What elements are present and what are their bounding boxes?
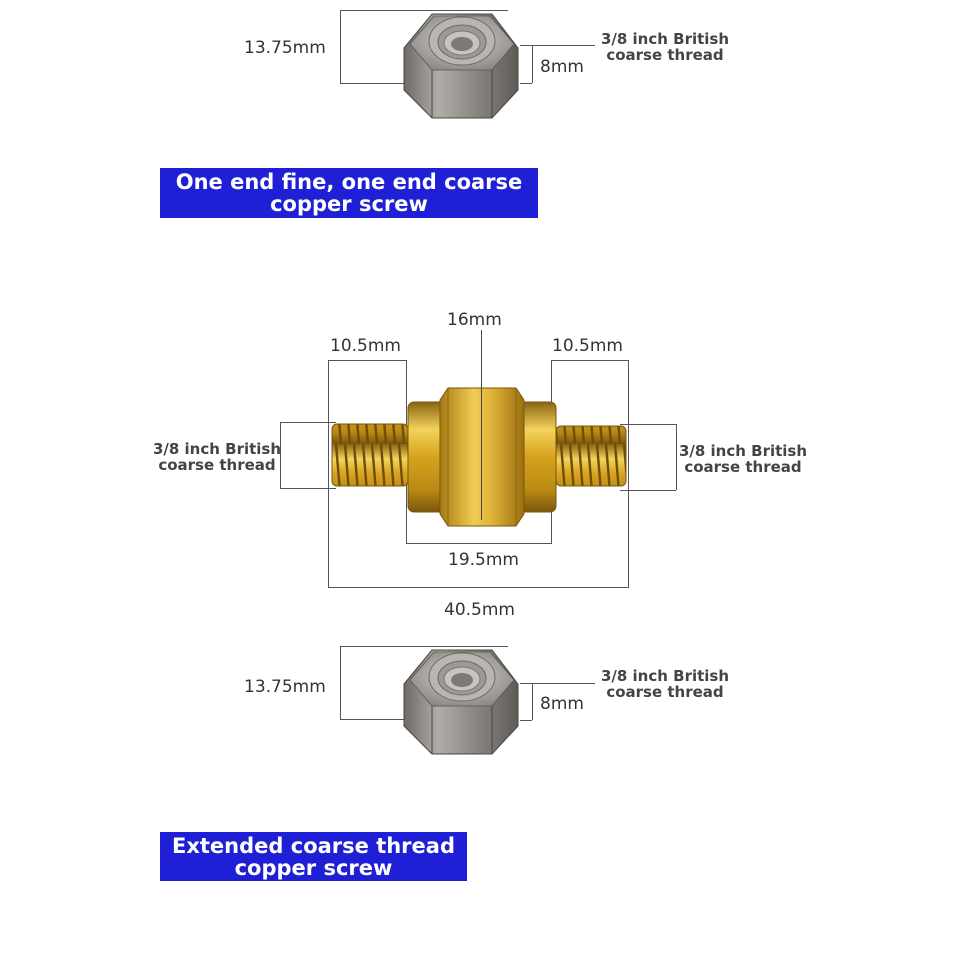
bottom-nut-image <box>403 649 519 755</box>
left-thread-dia-vert <box>280 422 281 488</box>
bottom-nut-height-line-top <box>520 683 532 684</box>
top-nut-width-line-top <box>340 10 508 11</box>
top-nut-thread-label-line2: coarse thread <box>606 46 724 64</box>
right-thread-length-label: 10.5mm <box>552 336 623 356</box>
top-nut-height-line-bottom <box>520 83 532 84</box>
body-length-label: 19.5mm <box>448 550 519 570</box>
left-thread-label-line1: 3/8 inch British <box>152 440 282 458</box>
right-thread-dia-top <box>620 424 676 425</box>
total-length-right-ext <box>628 360 629 588</box>
banner-fine-coarse: One end fine, one end coarse copper scre… <box>160 168 538 218</box>
total-length-label: 40.5mm <box>444 600 515 620</box>
bottom-nut-width-label: 13.75mm <box>244 677 326 697</box>
top-nut-height-line-vert <box>532 45 533 83</box>
banner-fine-coarse-line2: copper screw <box>270 192 428 216</box>
top-nut-width-line-left <box>340 10 341 84</box>
top-nut-height-label: 8mm <box>540 57 584 77</box>
body-length-line <box>406 543 552 544</box>
right-thread-label-line1: 3/8 inch British <box>678 442 808 460</box>
right-thread-length-line <box>551 360 629 361</box>
top-nut-height-line-top <box>520 45 532 46</box>
bottom-nut-thread-label-line1: 3/8 inch British <box>600 667 730 685</box>
banner-extended-coarse: Extended coarse thread copper screw <box>160 832 467 881</box>
top-nut-image <box>403 13 519 119</box>
hex-size-label: 16mm <box>447 310 502 330</box>
bottom-nut-height-line-bottom <box>520 720 532 721</box>
left-thread-dia-bottom <box>280 488 336 489</box>
bottom-nut-thread-leader <box>533 683 595 684</box>
banner-extended-coarse-line2: copper screw <box>234 855 393 880</box>
top-nut-thread-label: 3/8 inch British coarse thread <box>596 31 734 63</box>
bottom-nut-height-label: 8mm <box>540 694 584 714</box>
top-nut-width-label: 13.75mm <box>244 38 326 58</box>
banner-extended-coarse-line1: Extended coarse thread <box>172 833 455 858</box>
bottom-nut-height-line-vert <box>532 683 533 720</box>
bottom-nut-width-line-left <box>340 646 341 720</box>
right-thread-label: 3/8 inch British coarse thread <box>676 443 810 475</box>
total-length-left-ext <box>328 360 329 588</box>
copper-screw-image <box>331 387 627 527</box>
top-nut-thread-leader <box>533 45 595 46</box>
hex-center-line <box>481 330 482 520</box>
right-thread-dia-bottom <box>620 490 676 491</box>
left-thread-dia-top <box>280 422 336 423</box>
bottom-nut-width-line-top <box>340 646 508 647</box>
banner-fine-coarse-line1: One end fine, one end coarse <box>175 170 523 194</box>
left-thread-label: 3/8 inch British coarse thread <box>150 441 284 473</box>
total-length-line <box>328 587 629 588</box>
bottom-nut-thread-label-line2: coarse thread <box>606 683 724 701</box>
left-thread-length-line <box>328 360 407 361</box>
right-thread-label-line2: coarse thread <box>684 458 802 476</box>
left-thread-length-label: 10.5mm <box>330 336 401 356</box>
top-nut-thread-label-line1: 3/8 inch British <box>600 30 730 48</box>
right-thread-dia-vert <box>676 424 677 490</box>
left-thread-label-line2: coarse thread <box>158 456 276 474</box>
bottom-nut-thread-label: 3/8 inch British coarse thread <box>596 668 734 700</box>
